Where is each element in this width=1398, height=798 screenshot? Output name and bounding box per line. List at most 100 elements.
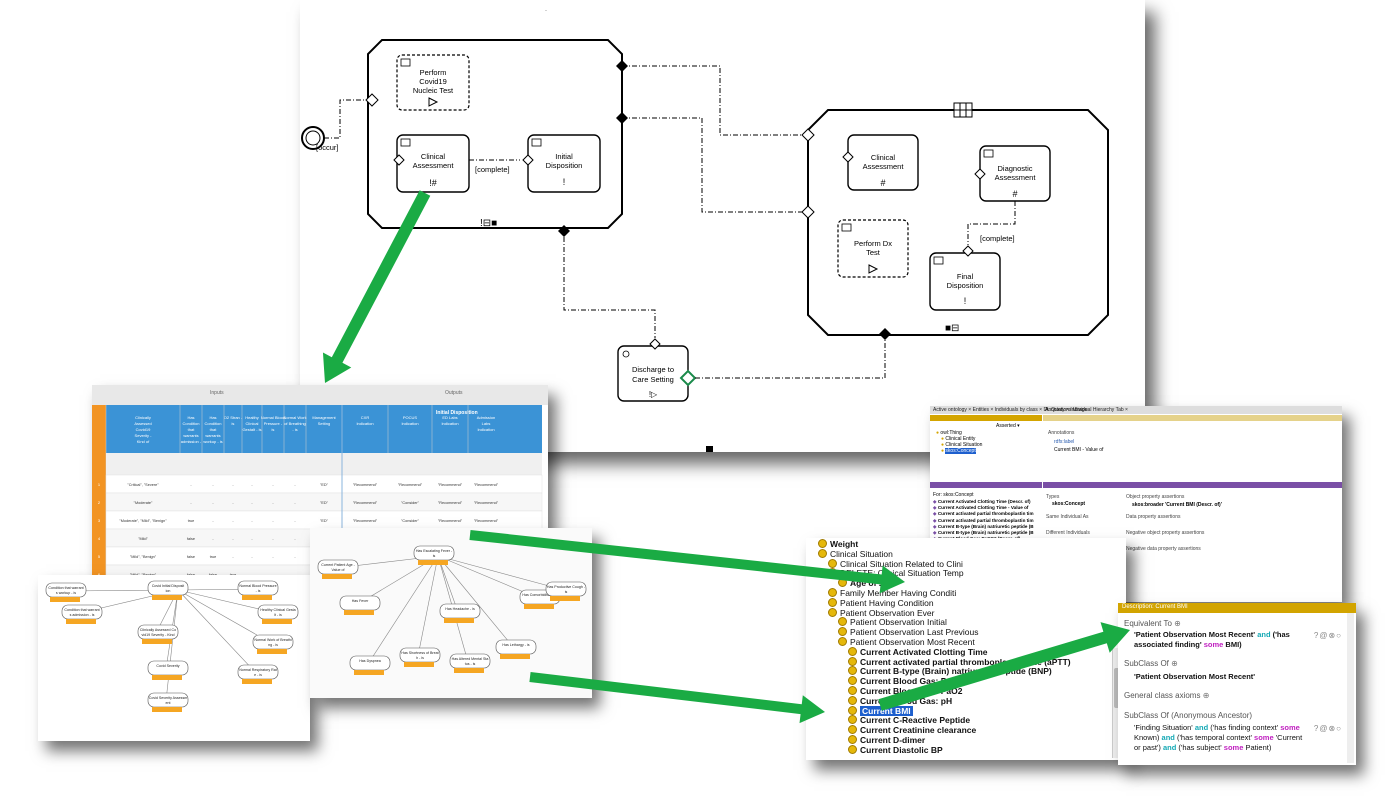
drg-node[interactable]: Has Shortness of Breath - is (399, 647, 441, 667)
equivalent-axiom[interactable]: 'Patient Observation Most Recent' and ('… (1134, 630, 1290, 649)
task-diagnostic-assessment[interactable]: Diagnostic Assessment # (974, 145, 1051, 202)
tree-item[interactable]: Patient Having Condition (828, 597, 934, 608)
drg-node[interactable]: Has Headache - is (439, 603, 481, 623)
svg-text:ng - is: ng - is (268, 643, 278, 647)
task-right-clinical-assessment[interactable]: Clinical Assessment # (842, 134, 919, 191)
svg-text:Clinical: Clinical (871, 153, 896, 162)
tree-item[interactable]: Current B-type (Brain) natriuretic pepti… (848, 666, 1052, 676)
desc-scrollbar[interactable] (1347, 613, 1354, 763)
dmn-cell: - (294, 519, 296, 523)
dmn-cell: "Moderate" (134, 501, 153, 505)
dmn-col-header: Setting (318, 421, 330, 426)
class-dot-icon (838, 627, 847, 637)
drg-node[interactable]: Healthy Clinical Gestalt - is (257, 604, 299, 624)
tree-item[interactable]: DELETE: Clinical Situation Temp (828, 568, 964, 578)
instance-item[interactable]: ◆ Current B-type (Brain) natriuretic pep… (933, 523, 1034, 529)
dmn-cell: "Consider" (401, 501, 420, 505)
instance-item[interactable]: ◆ Current B-type (Brain) natriuretic pep… (933, 530, 1034, 536)
tree-item[interactable]: Weight (818, 539, 858, 549)
svg-text:Condition that warrant: Condition that warrant (64, 608, 99, 612)
dmn-cell: "Mild", "Benign" (130, 555, 157, 559)
tree-item[interactable]: Age of ... (838, 578, 886, 588)
tree-item[interactable]: Patient Observation Last Previous (838, 627, 979, 637)
drg-node[interactable]: Has Productive Cough - is (545, 581, 587, 601)
svg-text:Current Patient Age -: Current Patient Age - (321, 563, 355, 567)
class-dot-icon (828, 558, 837, 568)
tree-item[interactable]: Current C-Reactive Peptide (848, 715, 970, 725)
tree-item[interactable]: Current Creatinine clearance (848, 725, 976, 735)
protege-tab-bar[interactable]: Active ontology × Entities × Individuals… (930, 406, 1342, 414)
task-initial-disposition[interactable]: Initial Disposition ! (522, 134, 601, 193)
stage2-markers: ■⊟ (945, 323, 959, 334)
tree-item[interactable]: Current D-dimer (848, 735, 925, 745)
class-dot-icon (848, 646, 857, 656)
bpmn-process-diagram: [occur] Perform Covid19 Nucleic Test Cli… (300, 0, 1145, 452)
axiom-buttons[interactable]: ?@⊗○ (1313, 631, 1342, 640)
tree-item[interactable]: Current Blood Gas: PaCO2 (848, 676, 969, 686)
tree-item[interactable]: Patient Observation Initial (838, 617, 947, 627)
class-item[interactable]: ● Clinical Entity (941, 436, 976, 442)
ancestor-axiom[interactable]: 'Finding Situation' and ('has finding co… (1134, 723, 1303, 752)
class-dot-icon (838, 578, 847, 588)
svg-text:Assessment: Assessment (863, 162, 905, 171)
tree-item[interactable]: Current Blood Gas: PaO2 (848, 686, 963, 696)
dmn-col-header: Management (312, 415, 336, 420)
class-item[interactable]: ● skos:Concept (941, 448, 976, 454)
class-item[interactable]: ● owl:Thing (936, 430, 962, 436)
svg-text:Final: Final (957, 272, 974, 281)
ancestor-buttons[interactable]: ?@⊗○ (1313, 724, 1342, 733)
dmn-row-index-bar (92, 405, 106, 581)
drg-node[interactable]: Covid Initial Disposition (147, 580, 189, 600)
tree-item[interactable]: Patient Observation Ever (828, 607, 935, 618)
svg-text:h - is: h - is (416, 656, 424, 660)
drg-node[interactable]: Covid Severity (147, 660, 189, 680)
tree-item[interactable]: Patient Observation Most Recent (838, 637, 975, 647)
drg-node[interactable]: Has Fever (339, 595, 381, 615)
tree-item[interactable]: Clinical Situation Related to Clini (828, 558, 963, 569)
svg-text:Assessment: Assessment (995, 173, 1037, 182)
drg-node[interactable]: Normal Blood Pressure - is (237, 580, 279, 600)
drg-node[interactable]: Has Dyspnea (349, 655, 391, 675)
drg-node[interactable]: Has Lethargy - is (495, 639, 537, 659)
instance-item[interactable]: ◆ Current activated partial thromboplast… (933, 517, 1034, 523)
tree-item[interactable]: Current Activated Clotting Time (848, 646, 988, 657)
tree-item[interactable]: Current BMI (848, 705, 913, 716)
annotations-label: Annotations (1048, 430, 1075, 436)
task-nucleic-test[interactable]: Perform Covid19 Nucleic Test (396, 54, 470, 111)
instance-item[interactable]: ◆ Current Activated Clotting Time - Valu… (933, 505, 1029, 511)
drg-node[interactable]: Has Escalating Fever - is (413, 545, 455, 565)
subclass-axiom[interactable]: 'Patient Observation Most Recent' (1134, 672, 1256, 681)
dmn-col-header: Covid19 (136, 427, 151, 432)
dmn-cell: "Recommend" (438, 519, 463, 523)
protege-description-panel: Description: Current BMI Equivalent To ⊕… (1118, 603, 1356, 765)
drg-node[interactable]: Covid Severity Assessment (147, 692, 189, 712)
svg-text:Has Comorbidities - is: Has Comorbidities - is (522, 593, 557, 597)
annotations-tab[interactable]: Annotations Usage (1045, 407, 1088, 413)
tree-item[interactable]: Clinical Situation (818, 548, 893, 559)
general-axioms-label: General class axioms ⊕ (1124, 691, 1210, 700)
svg-text:Has Shortness of Breat: Has Shortness of Breat (401, 651, 438, 655)
class-item[interactable]: ● Clinical Situation (941, 442, 983, 448)
task-perform-dx[interactable]: Perform Dx Test (837, 219, 909, 278)
asserted-dropdown[interactable]: Asserted ▾ (996, 423, 1020, 429)
drg-node[interactable]: Condition that warrants admission - is (61, 604, 103, 624)
drg-node[interactable]: Current Patient Age - Value of (317, 559, 359, 579)
class-dot-icon (818, 548, 827, 558)
drg-node[interactable]: Clinically Assessed Covid19 Severity - K… (137, 624, 179, 644)
drg-node[interactable]: Normal Work of Breathing - is (252, 634, 294, 654)
class-dot-icon (848, 725, 857, 735)
drg-node[interactable]: Condition that warrants workup - is (45, 582, 87, 602)
instance-item[interactable]: ◆ Current activated partial thromboplast… (933, 511, 1034, 517)
task-discharge[interactable]: Discharge to Care Setting !▷ (617, 338, 697, 402)
tree-item[interactable]: Current activated partial thromboplastin… (848, 656, 1071, 667)
task-clinical-assessment[interactable]: Clinical Assessment !# (393, 134, 470, 193)
task-final-disposition[interactable]: Final Disposition ! (929, 245, 1001, 311)
clin-assess-markers: !# (429, 178, 437, 188)
tree-item[interactable]: Family Member Having Conditi (828, 588, 956, 598)
tree-item[interactable]: Current Diastolic BP (848, 744, 943, 755)
instance-item[interactable]: ◆ Current Activated Clotting Time (Descr… (933, 499, 1031, 504)
tree-item[interactable]: Current Blood Gas: pH (848, 695, 952, 706)
dmn-col-header: CXR (361, 415, 370, 420)
